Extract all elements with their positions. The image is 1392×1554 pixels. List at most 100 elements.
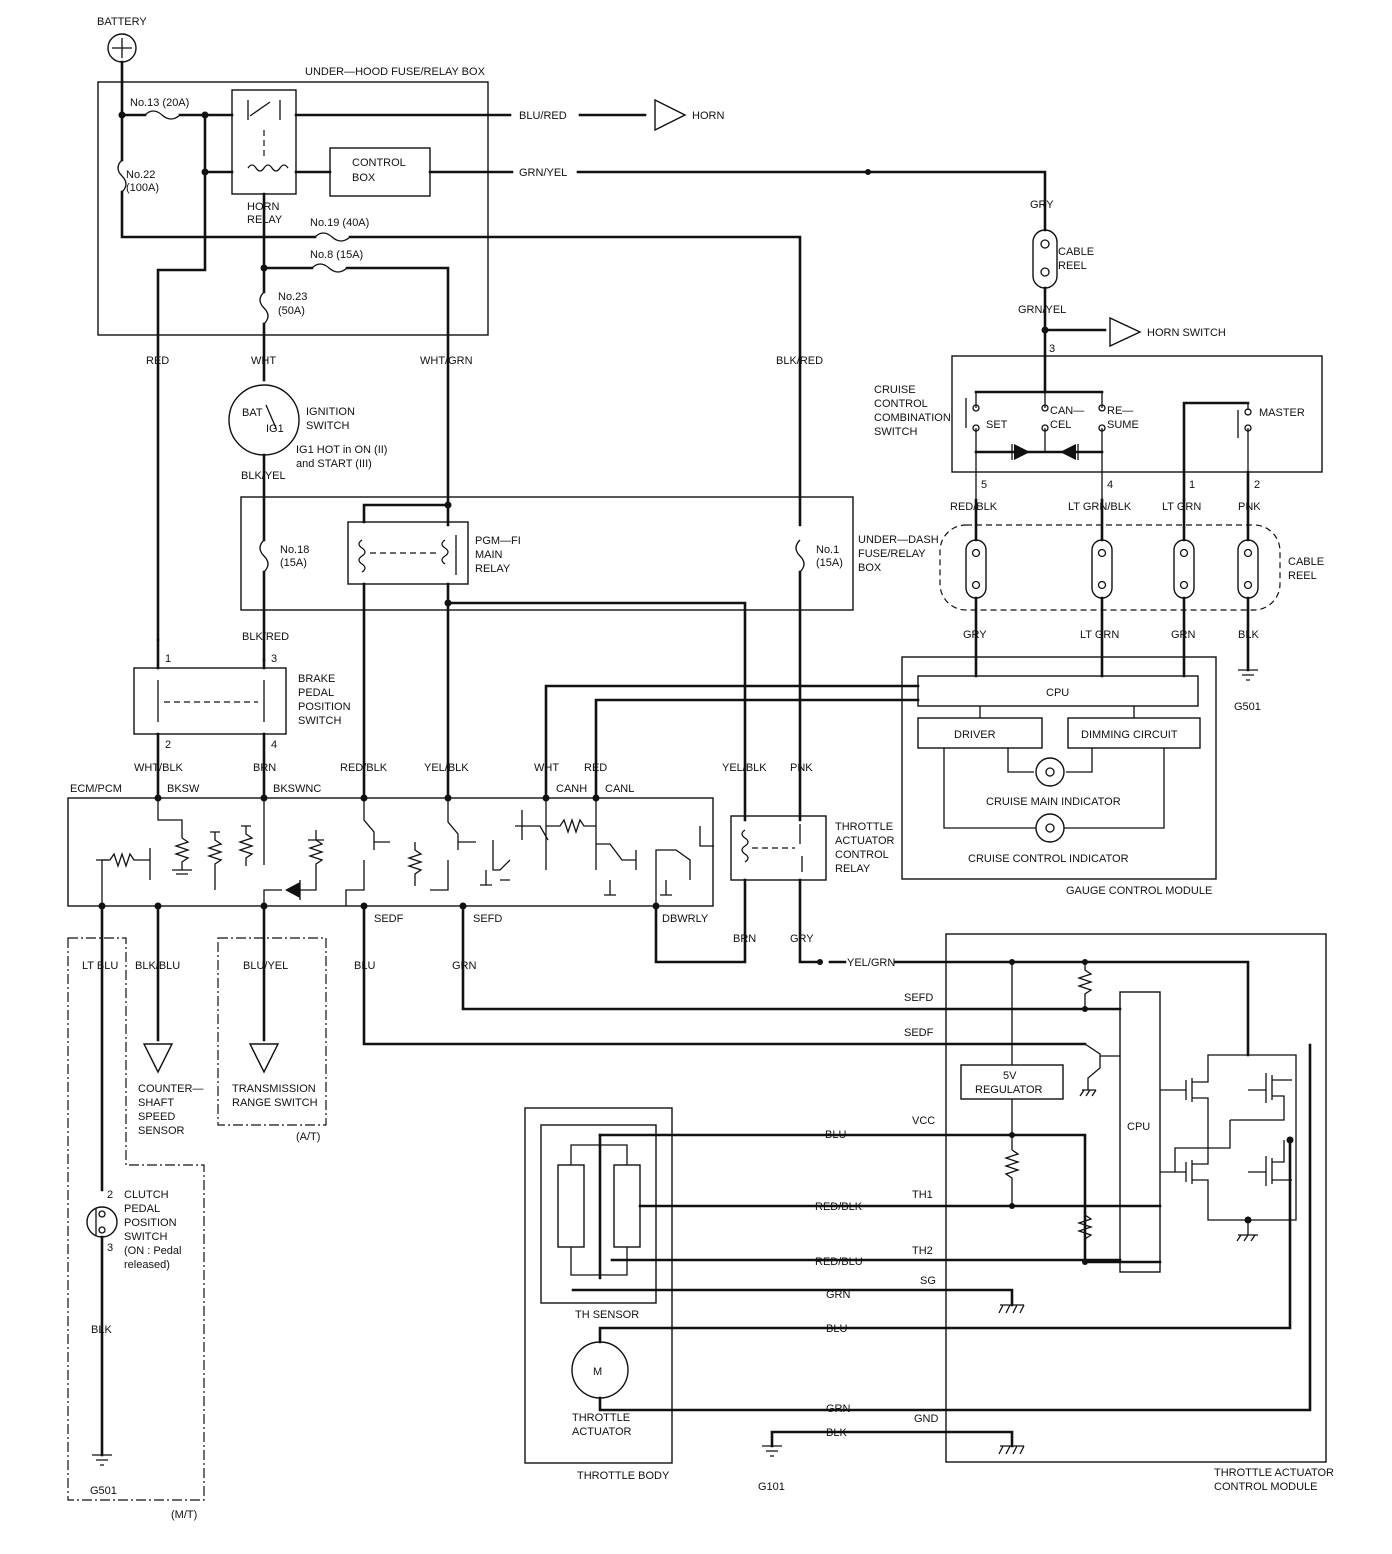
clutch-label-e: (ON : Pedal [124,1245,181,1257]
throttle-body-label: THROTTLE BODY [577,1470,670,1482]
fuse-no13 [144,110,181,120]
brake-pin1: 1 [165,653,171,665]
ecm-label: ECM/PCM [70,783,122,795]
wire-red-blk-2: RED/BLK [950,501,998,513]
tacm-vcc: VCC [912,1115,935,1127]
clutch-label-c: POSITION [124,1217,177,1229]
throttle-body [524,1107,673,1464]
fuse-no22 [117,159,127,193]
ignition-switch [228,384,300,456]
wire-blk-red: BLK/RED [776,355,823,367]
tacm-sedf: SEDF [904,1027,934,1039]
counter-shaft-label-d: SENSOR [138,1125,185,1137]
wire-pnk-1: PNK [790,762,813,774]
fuse-no13-label: No.13 (20A) [130,97,189,109]
wire-grn-1: GRN [452,960,477,972]
brake-pedal-position-switch [133,667,287,735]
ignition-note-b: and START (III) [296,458,372,470]
ecm-canl: CANL [605,783,634,795]
fuse-no22-label-a: No.22 [126,169,155,181]
ecm-sedf: SEDF [374,913,404,925]
tacm-cpu-label: CPU [1127,1121,1150,1133]
tac-relay-label-b: ACTUATOR [835,835,895,847]
fuse-no8-label: No.8 (15A) [310,249,363,261]
diode-set [1014,444,1030,460]
wire-brn-2: BRN [733,933,756,945]
gauge-main-indicator-label: CRUISE MAIN INDICATOR [986,796,1121,808]
wire-red-blk-3: RED/BLK [815,1201,863,1213]
horn-arrow [654,98,687,132]
clutch-label-f: released) [124,1259,170,1271]
wire-blu-yel: BLU/YEL [243,960,288,972]
underdash-label-c: BOX [858,562,882,574]
cruise-set: SET [986,419,1008,431]
wire-grn-3: GRN [826,1289,851,1301]
underhood-box-label: UNDER—HOOD FUSE/RELAY BOX [305,66,486,78]
fuse-no22-label-b: (100A) [126,182,159,194]
th-sensor [540,1124,657,1304]
wire-blu-2: BLU [825,1129,846,1141]
wire-blu-1: BLU [354,960,375,972]
brake-pin2: 2 [165,739,171,751]
wire-yel-grn: YEL/GRN [847,957,895,969]
fuse-no19-label: No.19 (40A) [310,217,369,229]
ignition-note-a: IG1 HOT in ON (II) [296,444,387,456]
brake-label-b: PEDAL [298,687,334,699]
wire-red-blu: RED/BLU [815,1256,863,1268]
wire-lt-blu: LT BLU [82,960,118,972]
underdash-fuse-relay-box [240,496,854,611]
control-box-label-a: CONTROL [352,157,406,169]
tacm-regulator-b: REGULATOR [975,1084,1042,1096]
throttle-actuator-label-a: THROTTLE [572,1412,630,1424]
th-sensor-label: TH SENSOR [575,1309,639,1321]
wire-yel-blk-1: YEL/BLK [424,762,469,774]
ecm-internal-circuit [96,798,714,906]
cable-reel-top-label-b: REEL [1058,260,1087,272]
mt-label: (M/T) [171,1509,197,1521]
underdash-label-a: UNDER—DASH [858,534,939,546]
ecm-bkswnc: BKSWNC [273,783,321,795]
brake-label-c: POSITION [298,701,351,713]
fuse-no18-label-a: No.18 [280,544,309,556]
ground-g501-left [92,1454,112,1466]
cruise-main-indicator-lamp [1035,757,1065,787]
wire-brn-1: BRN [253,762,276,774]
tac-relay-label-d: RELAY [835,863,871,875]
transmission-range-switch-arrow [248,1043,280,1074]
at-label: (A/T) [296,1131,320,1143]
cruise-control-indicator-lamp [1035,813,1065,843]
motor-label: M [593,1366,602,1378]
wire-grn-yel-2: GRN/YEL [1018,304,1066,316]
tacm-label-a: THROTTLE ACTUATOR [1214,1467,1334,1479]
ignition-ig1: IG1 [266,423,284,435]
battery-label: BATTERY [97,16,147,28]
wire-lt-grn-2: LT GRN [1080,629,1119,641]
wire-wht-grn: WHT/GRN [420,355,473,367]
counter-shaft-label-c: SPEED [138,1111,175,1123]
throttle-actuator-control-relay [730,815,827,881]
wire-wht-blk: WHT/BLK [134,762,184,774]
gauge-cpu [917,675,1199,707]
ecm-pcm [67,797,714,907]
wire-grn-4: GRN [826,1403,851,1415]
tac-relay-label-a: THROTTLE [835,821,893,833]
cruise-switch-label-a: CRUISE [874,384,916,396]
ignition-label-b: SWITCH [306,420,349,432]
tacm-sg: SG [920,1275,936,1287]
ground-g501-left-label: G501 [90,1485,117,1497]
battery: BATTERY [97,16,147,63]
wire-grn-2: GRN [1171,629,1196,641]
wire-red-blk-1: RED/BLK [340,762,388,774]
clutch-pin3: 3 [107,1242,113,1254]
cable-reel-top-label-a: CABLE [1058,246,1094,258]
tacm-cpu [1119,991,1161,1273]
fuse-no8 [311,263,348,273]
wire-gry-3: GRY [963,629,987,641]
transmission-label-a: TRANSMISSION [232,1083,316,1095]
wire-pnk-2: PNK [1238,501,1261,513]
horn-switch-arrow [1109,316,1142,348]
ground-g501-right [1238,669,1258,681]
cruise-cancel-b: CEL [1050,419,1071,431]
wire-blu-3: BLU [826,1323,847,1335]
counter-shaft-label-b: SHAFT [138,1097,174,1109]
